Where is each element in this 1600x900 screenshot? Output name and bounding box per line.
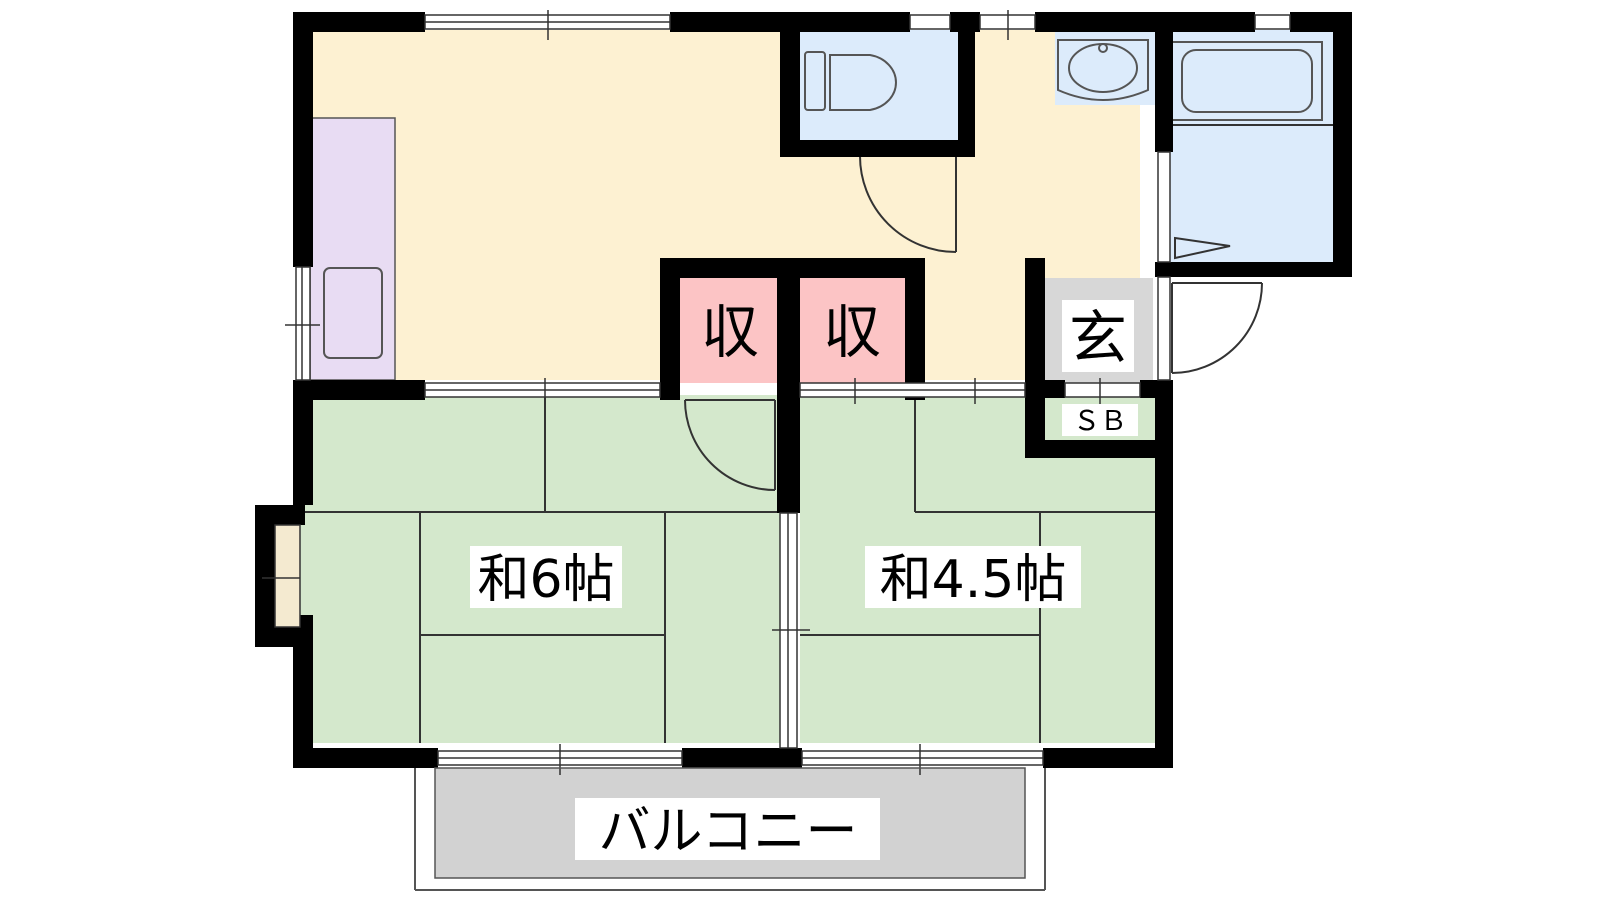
storage-right-label: 収 <box>823 298 881 366</box>
floor-fills <box>300 30 1333 878</box>
toilet-door-swing <box>858 154 957 253</box>
washitsu-6-label: 和6帖 <box>477 550 614 610</box>
entrance-label: 玄 <box>1069 304 1127 372</box>
tatami-lines <box>300 395 1160 743</box>
storage-left-label: 収 <box>701 298 759 366</box>
shoe-box-label: ＳＢ <box>1073 406 1127 437</box>
storage-left-floor <box>680 278 780 383</box>
room-labels: 収 収 玄 ＳＢ 和6帖 和4.5帖 バルコニー <box>470 298 1138 862</box>
bathroom-door <box>1174 236 1231 260</box>
walls <box>255 12 1352 768</box>
doors <box>684 124 1335 491</box>
storage-right-floor <box>800 278 905 383</box>
balcony-label: バルコニー <box>599 802 858 862</box>
storage-door-swing <box>684 399 776 491</box>
washbasin-icon <box>1057 39 1149 101</box>
entry-door-swing <box>1171 282 1263 374</box>
washitsu-45-label: 和4.5帖 <box>880 550 1067 610</box>
bathroom <box>1163 30 1333 262</box>
toilet-icon <box>804 51 897 111</box>
sink-icon <box>323 267 383 359</box>
openings <box>262 10 1291 891</box>
